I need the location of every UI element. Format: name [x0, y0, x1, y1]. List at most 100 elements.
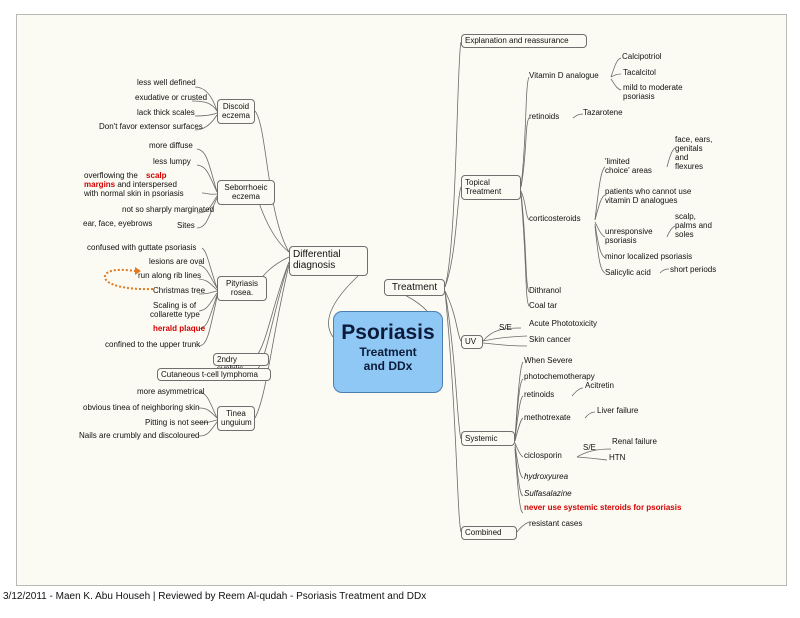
discoid-item: exudative or crusted [135, 93, 208, 102]
pityriasis-item: collarette type [150, 310, 200, 319]
vitd-item: Tacalcitol [623, 68, 656, 77]
tinea-item: more asymmetrical [137, 387, 205, 396]
site: flexures [675, 162, 704, 171]
systemic-item: hydroxyurea [524, 472, 569, 481]
ddx-label-2: diagnosis [293, 260, 336, 271]
ddx-node[interactable]: Differential diagnosis [289, 246, 368, 276]
coal-tar: Coal tar [529, 301, 558, 310]
seborrhoeic-item: more diffuse [149, 141, 193, 150]
scalp-post-1: and interspersed [117, 180, 177, 189]
corticosteroids: corticosteroids [529, 214, 581, 223]
limited-label-1: 'limited [605, 157, 630, 166]
connector-lines [191, 41, 676, 533]
tinea-label-1: Tinea [226, 409, 246, 418]
syphilis-node[interactable]: 2ndry syphilis [213, 353, 269, 373]
pityriasis-item: lesions are oval [149, 257, 205, 266]
seborrhoeic-item: less lumpy [153, 157, 191, 166]
scalp-pre: overflowing the [84, 171, 138, 180]
lymphoma-node[interactable]: Cutaneous t-cell lymphoma [157, 368, 271, 381]
tinea-unguium-node[interactable]: Tinea unguium [217, 406, 255, 431]
seborrhoeic-item: Sites [177, 221, 195, 230]
htn: HTN [609, 453, 626, 462]
unresponsive-sites: scalp, palms and soles [675, 212, 712, 239]
seborrhoeic-eczema-node[interactable]: Seborrhoeic eczema [217, 180, 275, 205]
site: face, ears, [675, 135, 713, 144]
tinea-item: obvious tinea of neighboring skin [83, 403, 200, 412]
liver-failure: Liver failure [597, 406, 639, 415]
renal-failure: Renal failure [612, 437, 657, 446]
scalp-red-2: margins [84, 180, 116, 189]
uv-item: Acute Phototoxicity [529, 319, 598, 328]
seborrhoeic-label-1: Seborrhoeic [224, 183, 268, 192]
unresponsive-label-2: psoriasis [605, 236, 637, 245]
pityriasis-item: run along rib lines [138, 271, 202, 280]
resistant-cases: resistant cases [529, 519, 583, 528]
pityriasis-item: confused with guttate psoriasis [87, 243, 197, 252]
pityriasis-rosea-node[interactable]: Pityriasis rosea. [217, 276, 267, 301]
topical-label-2: Treatment [465, 187, 502, 196]
systemic-item: ciclosporin [524, 451, 562, 460]
seborrhoeic-scalp-text: overflowing the scalp margins and inters… [84, 171, 184, 198]
systemic-item: photochemotherapy [524, 372, 595, 381]
seborrhoeic-label-2: eczema [231, 192, 260, 201]
central-subtitle-2: and DDx [363, 359, 413, 373]
dotted-arrow [103, 267, 154, 291]
uv-se-label: S/E [499, 323, 512, 332]
uv-node[interactable]: UV [461, 335, 483, 349]
ddx-label-1: Differential [293, 249, 341, 260]
central-title: Psoriasis [341, 321, 435, 344]
tinea-item: Pitting is not seen [145, 418, 209, 427]
tinea-item: Nails are crumbly and discoloured [79, 431, 200, 440]
patients-line-1: patients who cannot use [605, 187, 692, 196]
mind-map-page: Psoriasis Treatment and DDx Differential… [16, 14, 787, 586]
site: genitals [675, 144, 703, 153]
site: soles [675, 230, 694, 239]
pityriasis-label-2: rosea. [230, 288, 254, 297]
topical-label-1: Topical [465, 178, 490, 187]
ciclosporin-se: S/E [583, 443, 596, 452]
patients-cannot-use: patients who cannot use vitamin D analog… [605, 187, 691, 205]
systemic-item: When Severe [524, 356, 573, 365]
systemic-item: retinoids [524, 390, 555, 399]
central-subtitle-1: Treatment [359, 345, 417, 359]
unresponsive-psoriasis: unresponsive psoriasis [605, 227, 653, 245]
discoid-eczema-node[interactable]: Discoid eczema [217, 99, 255, 124]
vitd-item: psoriasis [623, 92, 655, 101]
pityriasis-item: Christmas tree [153, 286, 206, 295]
discoid-label-1: Discoid [222, 102, 250, 111]
discoid-item: less well defined [137, 78, 196, 87]
short-periods: short periods [670, 265, 717, 274]
pityriasis-label-1: Pityriasis [225, 279, 258, 288]
vitd-item: Calcipotriol [622, 52, 662, 61]
seborrhoeic-item: not so sharply marginated [122, 205, 215, 214]
topical-retinoids: retinoids [529, 112, 560, 121]
uv-item: Skin cancer [529, 335, 571, 344]
scalp-red-1: scalp [146, 171, 167, 180]
unresponsive-label-1: unresponsive [605, 227, 653, 236]
treatment-node[interactable]: Treatment [384, 279, 445, 296]
footer-caption: 3/12/2011 - Maen K. Abu Househ | Reviewe… [3, 591, 427, 602]
pityriasis-item: confined to the upper trunk [105, 340, 201, 349]
systemic-node[interactable]: Systemic [461, 431, 515, 446]
seborrhoeic-item: ear, face, eyebrows [83, 219, 153, 228]
systemic-item: Sulfasalazine [524, 489, 572, 498]
combined-node[interactable]: Combined [461, 526, 517, 540]
salicylic-acid: Salicylic acid [605, 268, 651, 277]
explanation-node[interactable]: Explanation and reassurance [461, 34, 587, 48]
vitd-item: mild to moderate [623, 83, 683, 92]
systemic-item: methotrexate [524, 413, 571, 422]
discoid-label-2: eczema [221, 111, 250, 120]
scalp-post-2: with normal skin in psoriasis [84, 189, 184, 198]
acitretin: Acitretin [585, 381, 614, 390]
tinea-label-2: unguium [221, 418, 252, 427]
site: scalp, [675, 212, 696, 221]
herald-plaque-text: herald plaque [153, 324, 206, 333]
central-topic-psoriasis[interactable]: Psoriasis Treatment and DDx [333, 311, 443, 393]
patients-line-2: vitamin D analogues [605, 196, 678, 205]
dithranol: Dithranol [529, 286, 562, 295]
limited-label-2: choice' areas [605, 166, 652, 175]
vitamin-d-analogue: Vitamin D analogue [529, 71, 599, 80]
topical-treatment-node[interactable]: Topical Treatment [461, 175, 521, 200]
minor-localized: minor localized psoriasis [605, 252, 693, 261]
discoid-item: lack thick scales [137, 108, 195, 117]
